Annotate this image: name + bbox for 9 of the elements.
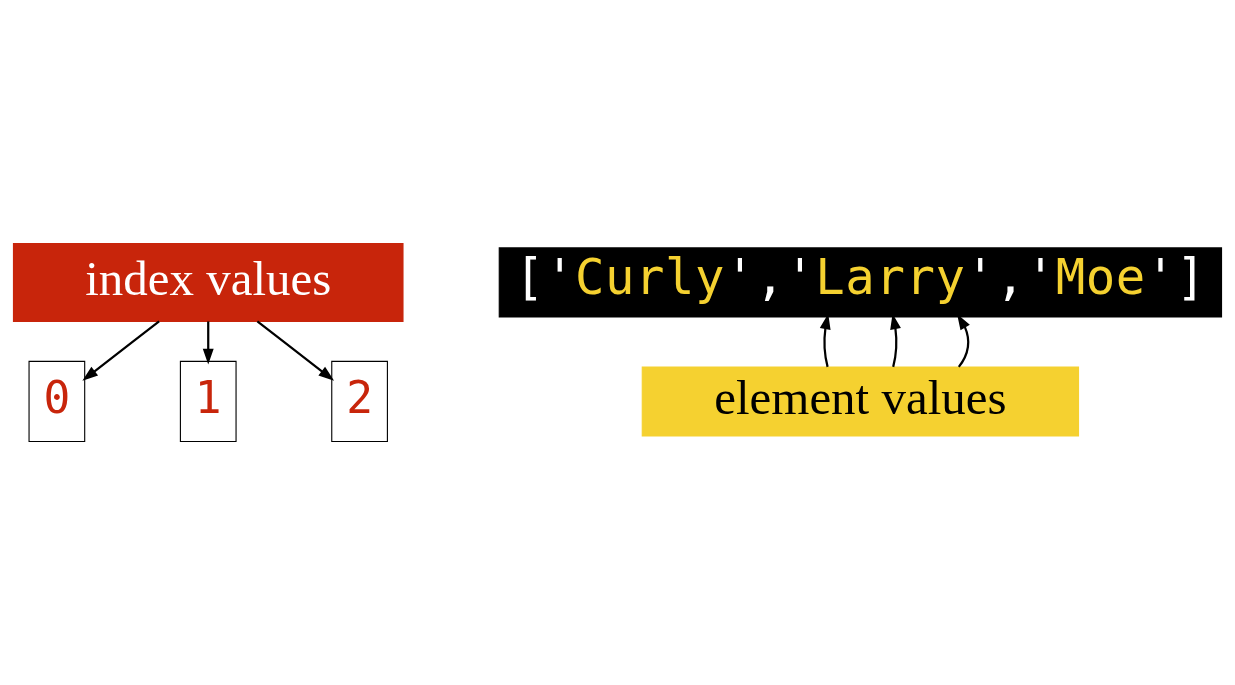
arrow (256, 320, 335, 381)
node-box: 1 (179, 360, 237, 443)
arrow (202, 321, 214, 365)
node-box: 2 (331, 360, 388, 443)
node-box: index values (12, 242, 404, 322)
node-box: 0 (28, 360, 86, 443)
arrow (957, 314, 970, 368)
arrow (82, 320, 160, 381)
node-box: element values (641, 366, 1080, 437)
